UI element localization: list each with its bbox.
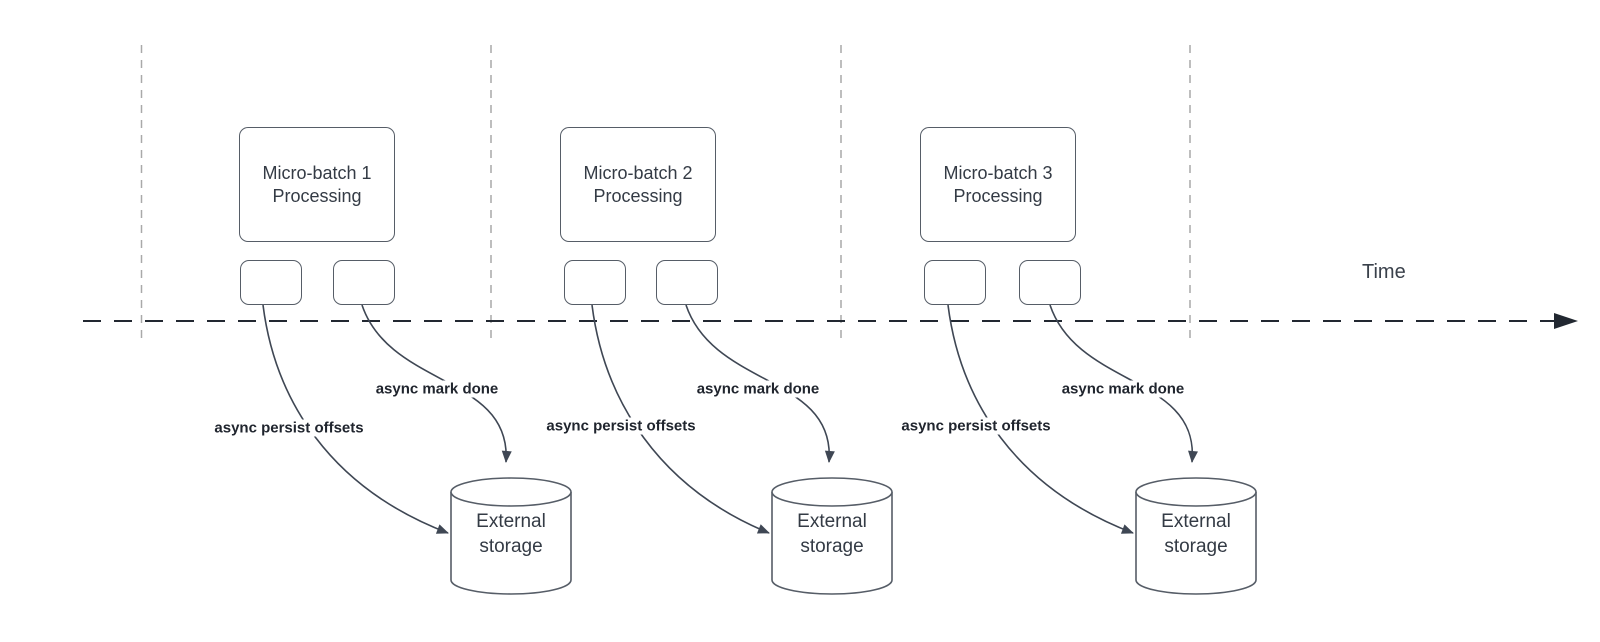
offset-commit-box-3a: [924, 260, 986, 305]
micro-batch-2-box: Micro-batch 2 Processing: [560, 127, 716, 242]
offset-commit-box-1b: [333, 260, 395, 305]
mark-done-label-2: async mark done: [693, 380, 823, 398]
storage-cylinder-1: [450, 477, 572, 595]
time-axis-label: Time: [1362, 261, 1406, 283]
offset-commit-box-2b: [656, 260, 718, 305]
storage-cylinder-3: [1135, 477, 1257, 595]
mark-done-label-3: async mark done: [1058, 380, 1188, 398]
persist-offsets-label-1: async persist offsets: [211, 419, 367, 437]
persist-offsets-label-3: async persist offsets: [898, 417, 1054, 435]
storage-label-1: External storage: [476, 511, 546, 557]
persist-offsets-label-2: async persist offsets: [543, 417, 699, 435]
persist-offsets-arrow-2: [591, 304, 770, 534]
persist-offsets-arrow-3: [947, 304, 1134, 534]
micro-batch-3-title: Micro-batch 3 Processing: [943, 162, 1053, 206]
micro-batch-1-box: Micro-batch 1 Processing: [239, 127, 395, 242]
micro-batch-1-title: Micro-batch 1 Processing: [262, 162, 372, 206]
timeline-arrowhead-icon: [1554, 313, 1578, 329]
mark-done-label-1: async mark done: [372, 380, 502, 398]
storage-cylinder-2: [771, 477, 893, 595]
offset-commit-box-3b: [1019, 260, 1081, 305]
persist-offsets-arrow-1: [262, 304, 449, 534]
offset-commit-box-1a: [240, 260, 302, 305]
micro-batch-2-title: Micro-batch 2 Processing: [583, 162, 693, 206]
storage-label-3: External storage: [1161, 511, 1231, 557]
micro-batch-3-box: Micro-batch 3 Processing: [920, 127, 1076, 242]
storage-label-2: External storage: [797, 511, 867, 557]
offset-commit-box-2a: [564, 260, 626, 305]
